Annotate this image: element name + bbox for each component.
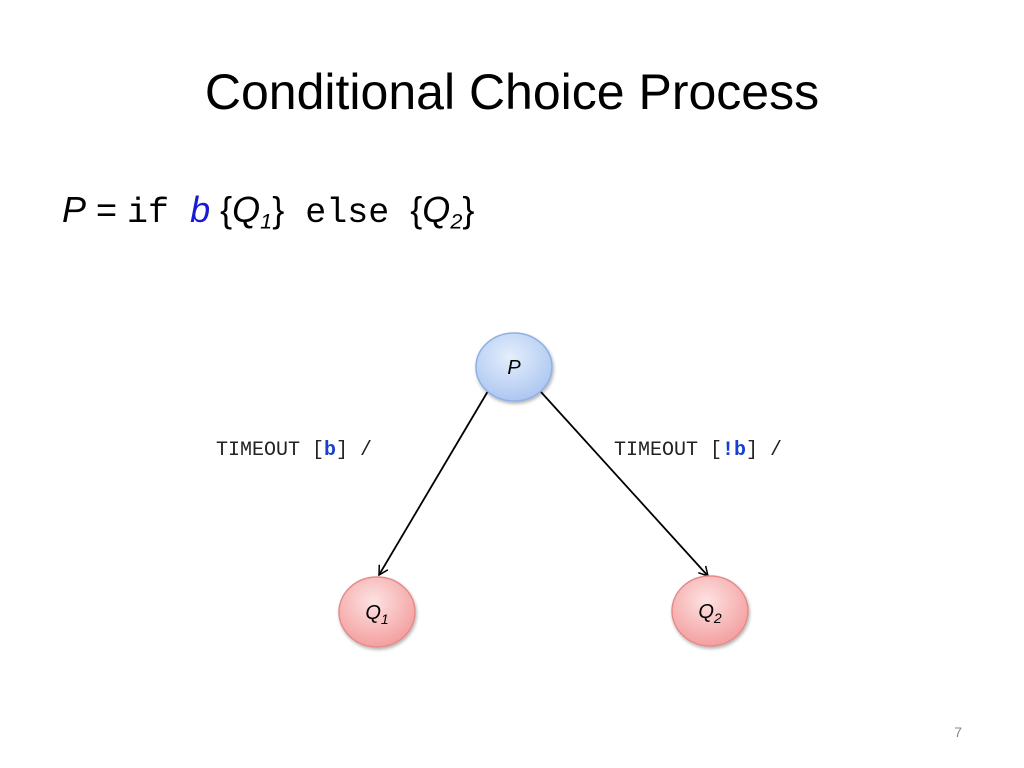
- node-q2-label: Q2: [698, 601, 722, 626]
- formula-q1-base: Q: [232, 189, 261, 230]
- node-q1: Q1: [338, 576, 416, 648]
- edge-arrow-p-to-q2: [540, 391, 710, 578]
- edge-left-guard: b: [324, 439, 336, 462]
- edge-arrow-p-to-q1: [378, 390, 489, 577]
- formula-open-brace-2: {: [410, 189, 423, 230]
- edge-left-suffix: ] /: [336, 439, 372, 462]
- node-q1-sub: 1: [381, 611, 389, 627]
- formula-close-brace-1: }: [272, 189, 285, 230]
- formula-q2: Q2: [422, 189, 463, 234]
- formula-condition: b: [190, 189, 211, 230]
- node-p-label: P: [507, 357, 521, 379]
- node-p: P: [475, 332, 553, 402]
- formula-if-keyword: if: [127, 193, 170, 233]
- edge-right-suffix: ] /: [746, 439, 782, 462]
- slide-title: Conditional Choice Process: [204, 64, 820, 120]
- formula-lhs: P: [62, 189, 87, 230]
- page-number: 7: [954, 724, 962, 740]
- edge-left-prefix: TIMEOUT [: [216, 439, 324, 462]
- formula-q2-base: Q: [422, 189, 451, 230]
- node-q1-base: Q: [365, 602, 381, 624]
- formula-q1: Q1: [232, 189, 273, 234]
- node-q1-label: Q1: [365, 602, 388, 627]
- formula-else-keyword: else: [305, 193, 390, 233]
- node-q2-base: Q: [698, 601, 714, 623]
- formula-close-brace-2: }: [462, 189, 475, 230]
- formula-equals: =: [86, 189, 128, 230]
- edge-right-guard: !b: [722, 439, 746, 462]
- process-formula: P = if b {Q1} else {Q2}: [62, 188, 474, 234]
- edge-right-prefix: TIMEOUT [: [614, 439, 722, 462]
- node-q2: Q2: [671, 575, 749, 647]
- edge-label-left: TIMEOUT [b] /: [216, 439, 372, 462]
- formula-q1-sub: 1: [260, 208, 273, 234]
- node-q2-sub: 2: [713, 610, 722, 626]
- edge-label-right: TIMEOUT [!b] /: [614, 439, 782, 462]
- formula-open-brace-1: {: [220, 189, 233, 230]
- formula-q2-sub: 2: [450, 208, 463, 234]
